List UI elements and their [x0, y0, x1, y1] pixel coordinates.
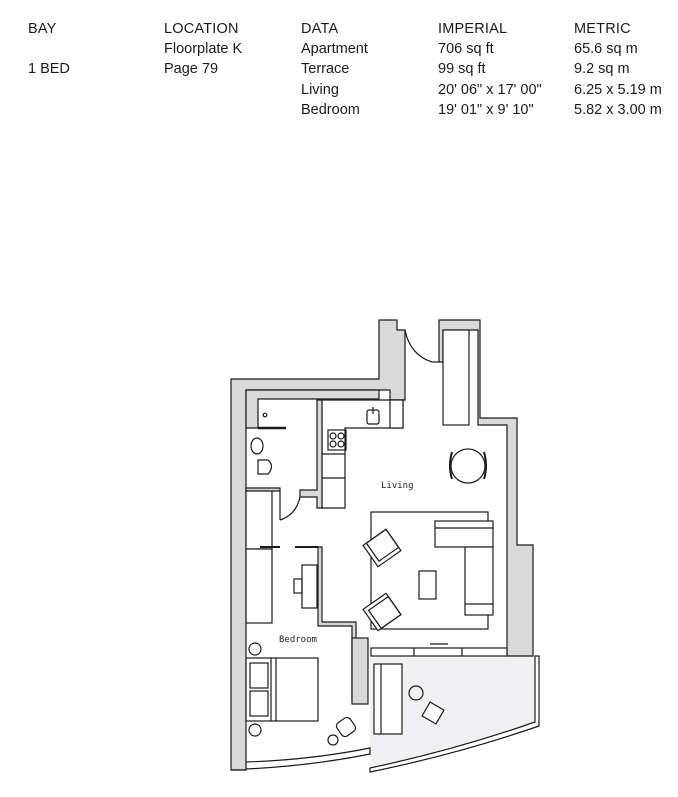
data-row: Apartment: [301, 41, 368, 58]
data-column: DATA Apartment Terrace Living Bedroom: [301, 19, 368, 120]
imperial-header: IMPERIAL: [438, 21, 508, 37]
metric-header: METRIC: [574, 21, 631, 37]
wardrobe: [245, 548, 273, 624]
bedside-table: [248, 642, 262, 656]
bedroom-chair: [335, 716, 357, 738]
hob-icon: [327, 429, 347, 451]
metric-row: 9.2 sq m: [574, 61, 630, 78]
bay-row: 1 BED: [28, 61, 70, 78]
bedroom-partition: [317, 546, 357, 701]
armchair: [362, 592, 402, 632]
room-label-living: Living: [381, 481, 414, 491]
data-header: DATA: [301, 21, 339, 37]
dining-table: [450, 448, 486, 484]
imperial-row: 20' 06" x 17' 00": [438, 81, 542, 98]
terrace-edge: [369, 655, 540, 773]
bedside-table: [248, 723, 262, 737]
location-row: Floorplate K: [164, 41, 243, 58]
bathroom-door: [279, 496, 301, 521]
bathroom-wall: [299, 399, 323, 509]
terrace-chair: [421, 701, 445, 725]
terrace-sofa: [373, 663, 403, 735]
imperial-column: IMPERIAL 706 sq ft 99 sq ft 20' 06" x 17…: [438, 19, 542, 120]
location-header: LOCATION: [164, 21, 239, 37]
terrace-stool: [408, 685, 424, 701]
imperial-row: 706 sq ft: [438, 41, 494, 58]
data-row: Living: [301, 81, 339, 98]
basin-icon: [250, 437, 264, 455]
data-row: Terrace: [301, 61, 350, 78]
spec-table: BAY 1 BED LOCATION Floorplate K Page 79 …: [0, 19, 678, 129]
sofa: [434, 520, 494, 548]
bed: [245, 657, 319, 722]
location-row: Page 79: [164, 61, 219, 78]
coffee-table: [418, 570, 437, 600]
bedroom-window: [245, 747, 371, 770]
desk-chair: [293, 578, 303, 594]
living-window: [370, 647, 508, 657]
metric-row: 6.25 x 5.19 m: [574, 81, 662, 98]
wardrobe: [245, 490, 273, 550]
metric-row: 5.82 x 3.00 m: [574, 101, 662, 118]
inner-wall: [245, 389, 380, 429]
metric-row: 65.6 sq m: [574, 41, 638, 58]
data-row: Bedroom: [301, 101, 360, 118]
location-column: LOCATION Floorplate K Page 79: [164, 19, 242, 80]
toilet-icon: [257, 459, 273, 475]
armchair: [362, 528, 402, 568]
imperial-row: 19' 01" x 9' 10": [438, 101, 534, 118]
entrance-cupboard: [442, 329, 470, 426]
bay-header: BAY: [28, 21, 57, 37]
bay-column: BAY 1 BED: [28, 19, 70, 80]
metric-column: METRIC 65.6 sq m 9.2 sq m 6.25 x 5.19 m …: [574, 19, 662, 120]
room-label-bedroom: Bedroom: [279, 635, 317, 645]
desk: [301, 564, 318, 609]
entrance-door: [404, 329, 433, 363]
imperial-row: 99 sq ft: [438, 61, 486, 78]
terrace-area: [370, 656, 535, 768]
